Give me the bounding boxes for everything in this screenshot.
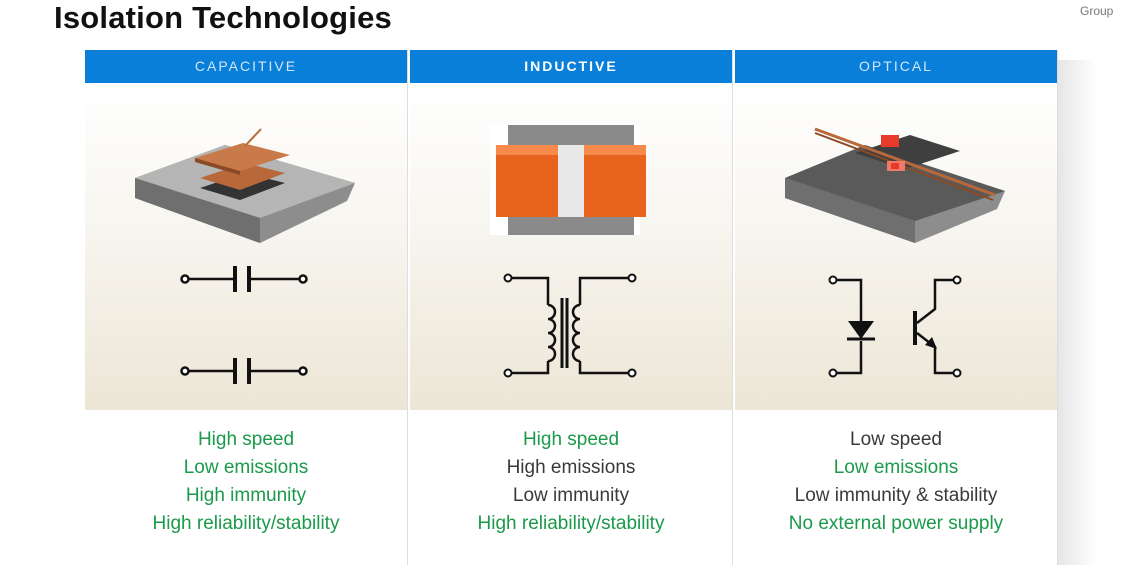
property-item: Low emissions xyxy=(833,457,959,478)
property-list: High speed High emissions Low immunity H… xyxy=(410,410,732,538)
column-inductive: INDUCTIVE xyxy=(410,50,733,565)
company-logo: Group xyxy=(1080,4,1114,18)
column-header: OPTICAL xyxy=(735,50,1057,83)
card-shadow xyxy=(1058,60,1098,565)
optical-illustration xyxy=(735,83,1057,410)
column-header: CAPACITIVE xyxy=(85,50,407,83)
property-item: High emissions xyxy=(506,457,636,478)
inductive-illustration xyxy=(410,83,732,410)
column-capacitive: CAPACITIVE High speed Low emissions High… xyxy=(85,50,408,565)
property-item: High speed xyxy=(522,429,620,450)
column-header: INDUCTIVE xyxy=(410,50,732,83)
property-list: Low speed Low emissions Low immunity & s… xyxy=(735,410,1057,538)
property-list: High speed Low emissions High immunity H… xyxy=(85,410,407,538)
capacitor-chip-and-symbol-icon xyxy=(135,128,355,384)
capacitive-illustration xyxy=(85,83,407,410)
column-optical: OPTICAL xyxy=(735,50,1058,565)
property-item: High reliability/stability xyxy=(477,513,665,534)
property-item: High immunity xyxy=(185,485,307,506)
property-item: No external power supply xyxy=(788,513,1004,534)
property-item: Low immunity xyxy=(512,485,630,506)
property-item: High speed xyxy=(197,429,295,450)
optocoupler-and-symbol-icon xyxy=(785,127,1005,378)
property-item: High reliability/stability xyxy=(152,513,340,534)
property-item: Low emissions xyxy=(183,457,309,478)
property-item: Low speed xyxy=(850,429,942,450)
slide-title: Isolation Technologies xyxy=(54,0,392,35)
transformer-and-symbol-icon xyxy=(490,125,646,378)
property-item: Low immunity & stability xyxy=(794,485,998,506)
